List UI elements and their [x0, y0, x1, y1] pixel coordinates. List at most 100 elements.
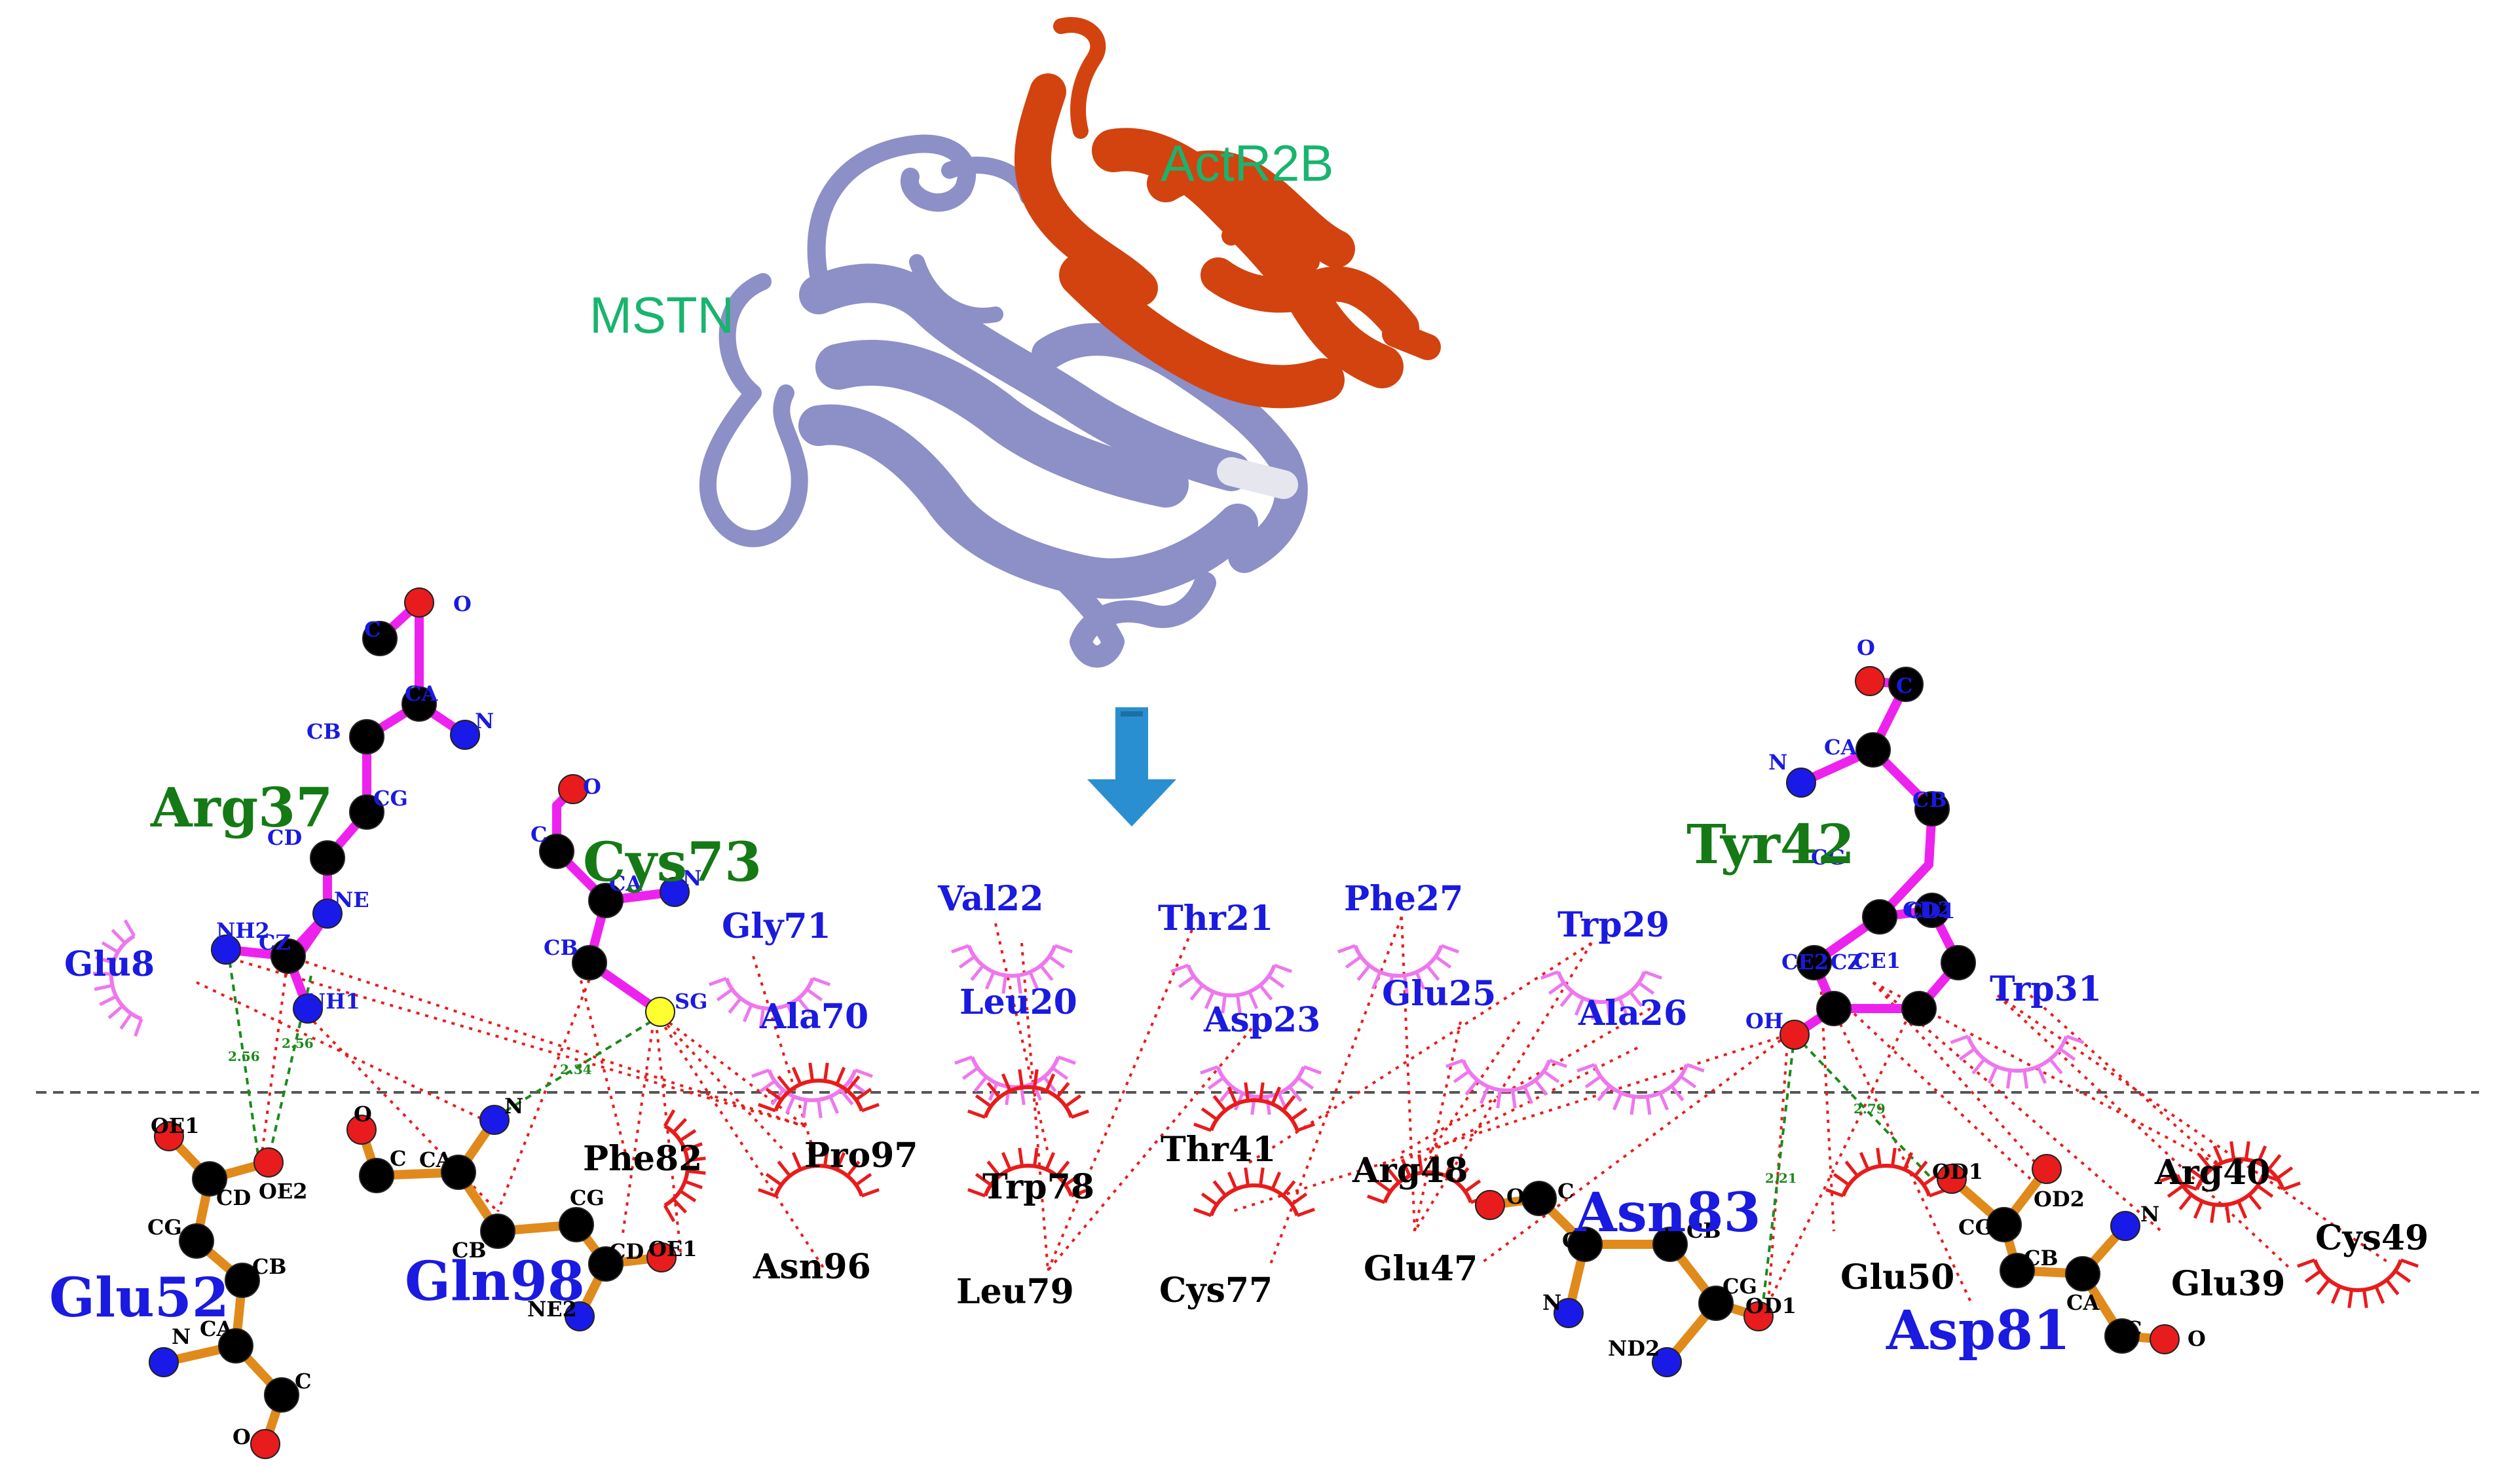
residue-label: Phe27 — [1344, 879, 1463, 919]
residue-label: Glu47 — [1364, 1249, 1478, 1289]
carbon-atom — [1797, 945, 1832, 980]
atom-label: NH2 — [216, 918, 270, 943]
carbon-atom — [1901, 991, 1937, 1026]
hydrophobic-arc — [967, 1069, 1089, 1119]
atom-label: CA — [1562, 1228, 1595, 1253]
residue-label: Cys73 — [583, 831, 762, 894]
atom-label: CB — [1686, 1218, 1721, 1243]
hydrophobic-arc — [2297, 1258, 2419, 1308]
hydrophobic-arc — [709, 976, 830, 1027]
residue-label: Tyr42 — [1686, 813, 1855, 876]
atom-label: CD1 — [1906, 899, 1955, 923]
atom-label: C — [1557, 1179, 1574, 1204]
atom-label: ND2 — [1608, 1336, 1660, 1361]
nitrogen-atom — [479, 1105, 510, 1135]
residue-label: Trp78 — [982, 1167, 1094, 1207]
carbon-atom — [401, 686, 437, 722]
atom-label: O — [233, 1424, 251, 1449]
carbon-atom — [1816, 991, 1852, 1026]
atom-label: O — [583, 774, 601, 799]
atom-label: CE1 — [1853, 948, 1901, 973]
atom-label: CB — [307, 719, 341, 744]
residue-label: Leu20 — [959, 982, 1077, 1022]
nitrogen-atom — [211, 935, 241, 965]
oxygen-atom — [2150, 1324, 2180, 1354]
residue-label: Glu39 — [2171, 1264, 2285, 1304]
residue-label: Arg40 — [2154, 1153, 2270, 1193]
atom-label: CG — [373, 786, 408, 811]
carbon-atom — [359, 1158, 394, 1193]
carbon-atom — [480, 1214, 515, 1249]
carbon-atom — [179, 1223, 214, 1259]
hydrophobic-arc — [1193, 1082, 1315, 1132]
carbon-atom — [349, 794, 384, 830]
actr2b-ribbon — [1014, 17, 1441, 409]
residue-label: Gly71 — [722, 906, 831, 946]
atom-label: CG — [570, 1185, 605, 1210]
atom-label: CZ — [259, 930, 291, 955]
oxygen-atom — [1937, 1164, 1967, 1194]
atom-label: O — [1857, 635, 1875, 660]
nitrogen-atom — [1652, 1347, 1682, 1377]
atom-label: NE — [334, 887, 369, 912]
residue-label: Pro97 — [804, 1136, 918, 1176]
carbon-atom — [264, 1377, 299, 1413]
oxygen-atom — [346, 1115, 377, 1145]
carbon-atom — [1986, 1207, 2022, 1242]
residue-label: Glu50 — [1840, 1257, 1954, 1297]
carbon-atom — [218, 1328, 253, 1363]
residue-label: Phe82 — [583, 1139, 702, 1179]
hydrophobic-arc — [92, 919, 143, 1037]
hydrophobic-arc — [663, 1109, 706, 1223]
nitrogen-atom — [660, 877, 690, 907]
carbon-atom — [539, 834, 574, 869]
hydrophobic-contact-lines — [196, 916, 2392, 1304]
atom-label: CA — [419, 1147, 453, 1172]
hydrophobic-arc — [2179, 1141, 2301, 1191]
atom-label: O — [1506, 1184, 1525, 1209]
hydrophobic-arc — [1337, 944, 1459, 994]
carbon-atom — [192, 1161, 227, 1196]
oxygen-atom — [1475, 1190, 1505, 1220]
residue-label: Thr41 — [1161, 1130, 1276, 1170]
carbon-atom — [588, 883, 624, 918]
carbon-atom — [588, 1246, 624, 1282]
atom-label: C — [2125, 1316, 2142, 1341]
atom-label: N — [475, 709, 494, 733]
residue-label: Asp23 — [1203, 1000, 1320, 1040]
oxygen-atom — [404, 587, 434, 618]
residue-label: Val22 — [937, 879, 1043, 919]
carbon-atom — [1888, 667, 1924, 702]
atom-label: OE1 — [648, 1236, 698, 1261]
carbon-atom — [362, 621, 398, 656]
hydrophobic-arc — [1193, 1167, 1315, 1217]
atom-label: CB — [544, 935, 578, 960]
atom-label: C — [295, 1369, 311, 1394]
hydrophobic-arc — [758, 1147, 880, 1198]
atom-label: SG — [675, 989, 707, 1014]
atom-label: CG — [1958, 1215, 1993, 1240]
carbon-atom — [225, 1263, 260, 1298]
hydrophobic-arc — [951, 944, 1073, 994]
residue-label: Cys49 — [2315, 1218, 2429, 1258]
carbon-atom — [270, 938, 306, 974]
atom-label: OE2 — [259, 1179, 308, 1204]
atom-label: CD — [216, 1185, 251, 1210]
carbon-atom — [1862, 899, 1897, 935]
atom-label: N — [172, 1324, 191, 1349]
residue-label: Glu8 — [64, 944, 155, 984]
nitrogen-atom — [149, 1347, 179, 1377]
atom-label: CD — [609, 1239, 644, 1264]
hydrophobic-arc — [1950, 1035, 2085, 1089]
residue-label: Arg48 — [1352, 1151, 1468, 1191]
hydrophobic-arcs — [92, 919, 2419, 1308]
residue-label: Arg37 — [150, 777, 333, 840]
carbon-atom — [1914, 893, 1950, 928]
hbond-distance: 2.56 — [282, 1035, 314, 1051]
atom-label: O — [453, 591, 472, 616]
atom-label: CA — [609, 871, 643, 896]
carbon-atom — [310, 840, 345, 876]
hbond-distance: 2.56 — [228, 1048, 260, 1064]
oxygen-atom — [2032, 1154, 2062, 1184]
